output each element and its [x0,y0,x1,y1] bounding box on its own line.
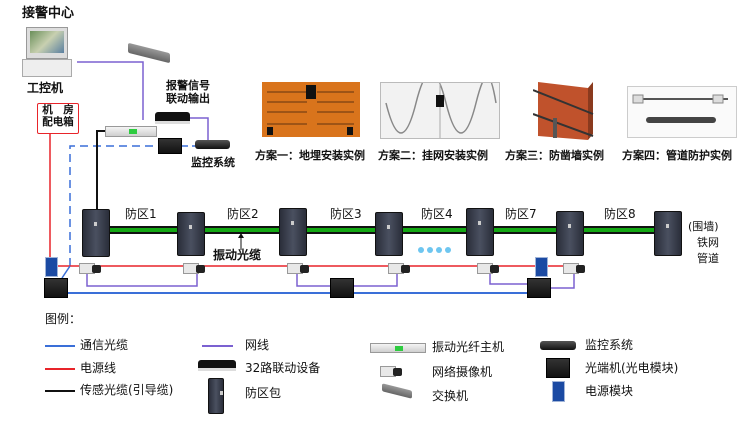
legend-zone-box-icon [208,378,224,414]
legend-label-zone-box: 防区包 [245,386,282,400]
ellipsis-dot [418,247,424,253]
alarm-output-label-2: 联动输出 [166,92,210,105]
linkage-device-icon [155,112,190,124]
camera-icon [388,263,410,274]
zone-box-icon [375,212,403,256]
zone-label-7: 防区7 [505,207,537,221]
zone-box-icon [466,208,494,256]
legend-title: 图例： [45,312,82,326]
vibration-host-icon [105,126,157,137]
zone-label-3: 防区3 [330,207,362,221]
zone-label-2: 防区2 [227,207,259,221]
camera-icon [287,263,309,274]
scheme-pipe-image [627,86,737,138]
camera-icon [563,263,585,274]
optical-transceiver-icon [44,278,68,298]
legend-monitor-system-icon [540,341,576,350]
legend-label-camera: 网络摄像机 [432,365,493,379]
zone-box-icon [279,208,307,256]
end-label-2: 铁网 [697,236,719,249]
legend-label-network: 网线 [245,338,270,352]
ellipsis-dot [445,247,451,253]
legend-linkage-device-icon [198,360,236,371]
end-label-3: 管道 [697,252,719,265]
ellipsis-dot [436,247,442,253]
scheme-3-label: 方案三：防凿墙实例 [505,149,604,162]
legend-label-power: 电源线 [80,361,117,375]
optical-transceiver-icon [158,138,182,154]
network-line-pc-switch [77,61,144,120]
camera-icon [79,263,101,274]
legend-camera-icon [380,366,402,377]
scheme-wall-image [533,76,603,141]
monitor-label: 监控系统 [191,156,235,169]
zone-label-4: 防区4 [421,207,453,221]
pc-label: 工控机 [27,81,64,95]
alarm-output-label-1: 报警信号 [166,79,210,92]
zone-box-icon [654,211,682,256]
legend-label-host: 振动光纤主机 [432,340,505,354]
legend-label-monitor: 监控系统 [585,338,634,352]
scheme-2-label: 方案二：挂网安装实例 [378,149,488,162]
scheme-buried-image [262,82,360,137]
zone-label-8: 防区8 [604,207,636,221]
optical-transceiver-icon [527,278,551,298]
legend-vibration-host-icon [370,343,426,353]
monitor-system-icon [195,140,230,149]
legend-power-module-icon [552,381,565,402]
sensor-cable-lead [96,130,105,212]
zone-box-icon [556,211,584,256]
zone-label-1: 防区1 [125,207,157,221]
end-label-1: (围墙) [688,220,719,233]
camera-icon [183,263,205,274]
legend-label-linkage: 32路联动设备 [245,361,321,375]
legend-label-power-module: 电源模块 [585,384,634,398]
network-line-linkage [190,117,209,140]
zone-box-icon [177,212,205,256]
legend-label-comm: 通信光缆 [80,338,129,352]
optical-transceiver-icon [330,278,354,298]
industrial-pc-icon [22,27,72,79]
legend-label-switch: 交换机 [432,389,469,403]
ellipsis-dot [427,247,433,253]
command-center-title: 接警中心 [22,6,75,21]
legend-label-transceiver: 光端机(光电模块) [585,361,679,375]
power-module-icon [45,257,58,277]
scheme-fence-image [380,82,500,139]
legend-label-sensor: 传感光缆(引导缆) [80,383,174,397]
power-distribution-box: 机 房 配电箱 [37,103,79,134]
scheme-4-label: 方案四：管道防护实例 [622,149,732,162]
legend-optical-transceiver-icon [546,358,570,378]
power-module-icon [535,257,548,277]
zone-box-icon [82,209,110,257]
comm-line-dashed [69,145,158,266]
scheme-1-label: 方案一：地埋安装实例 [255,149,365,162]
camera-icon [477,263,499,274]
vibration-cable-label: 振动光缆 [213,248,262,262]
